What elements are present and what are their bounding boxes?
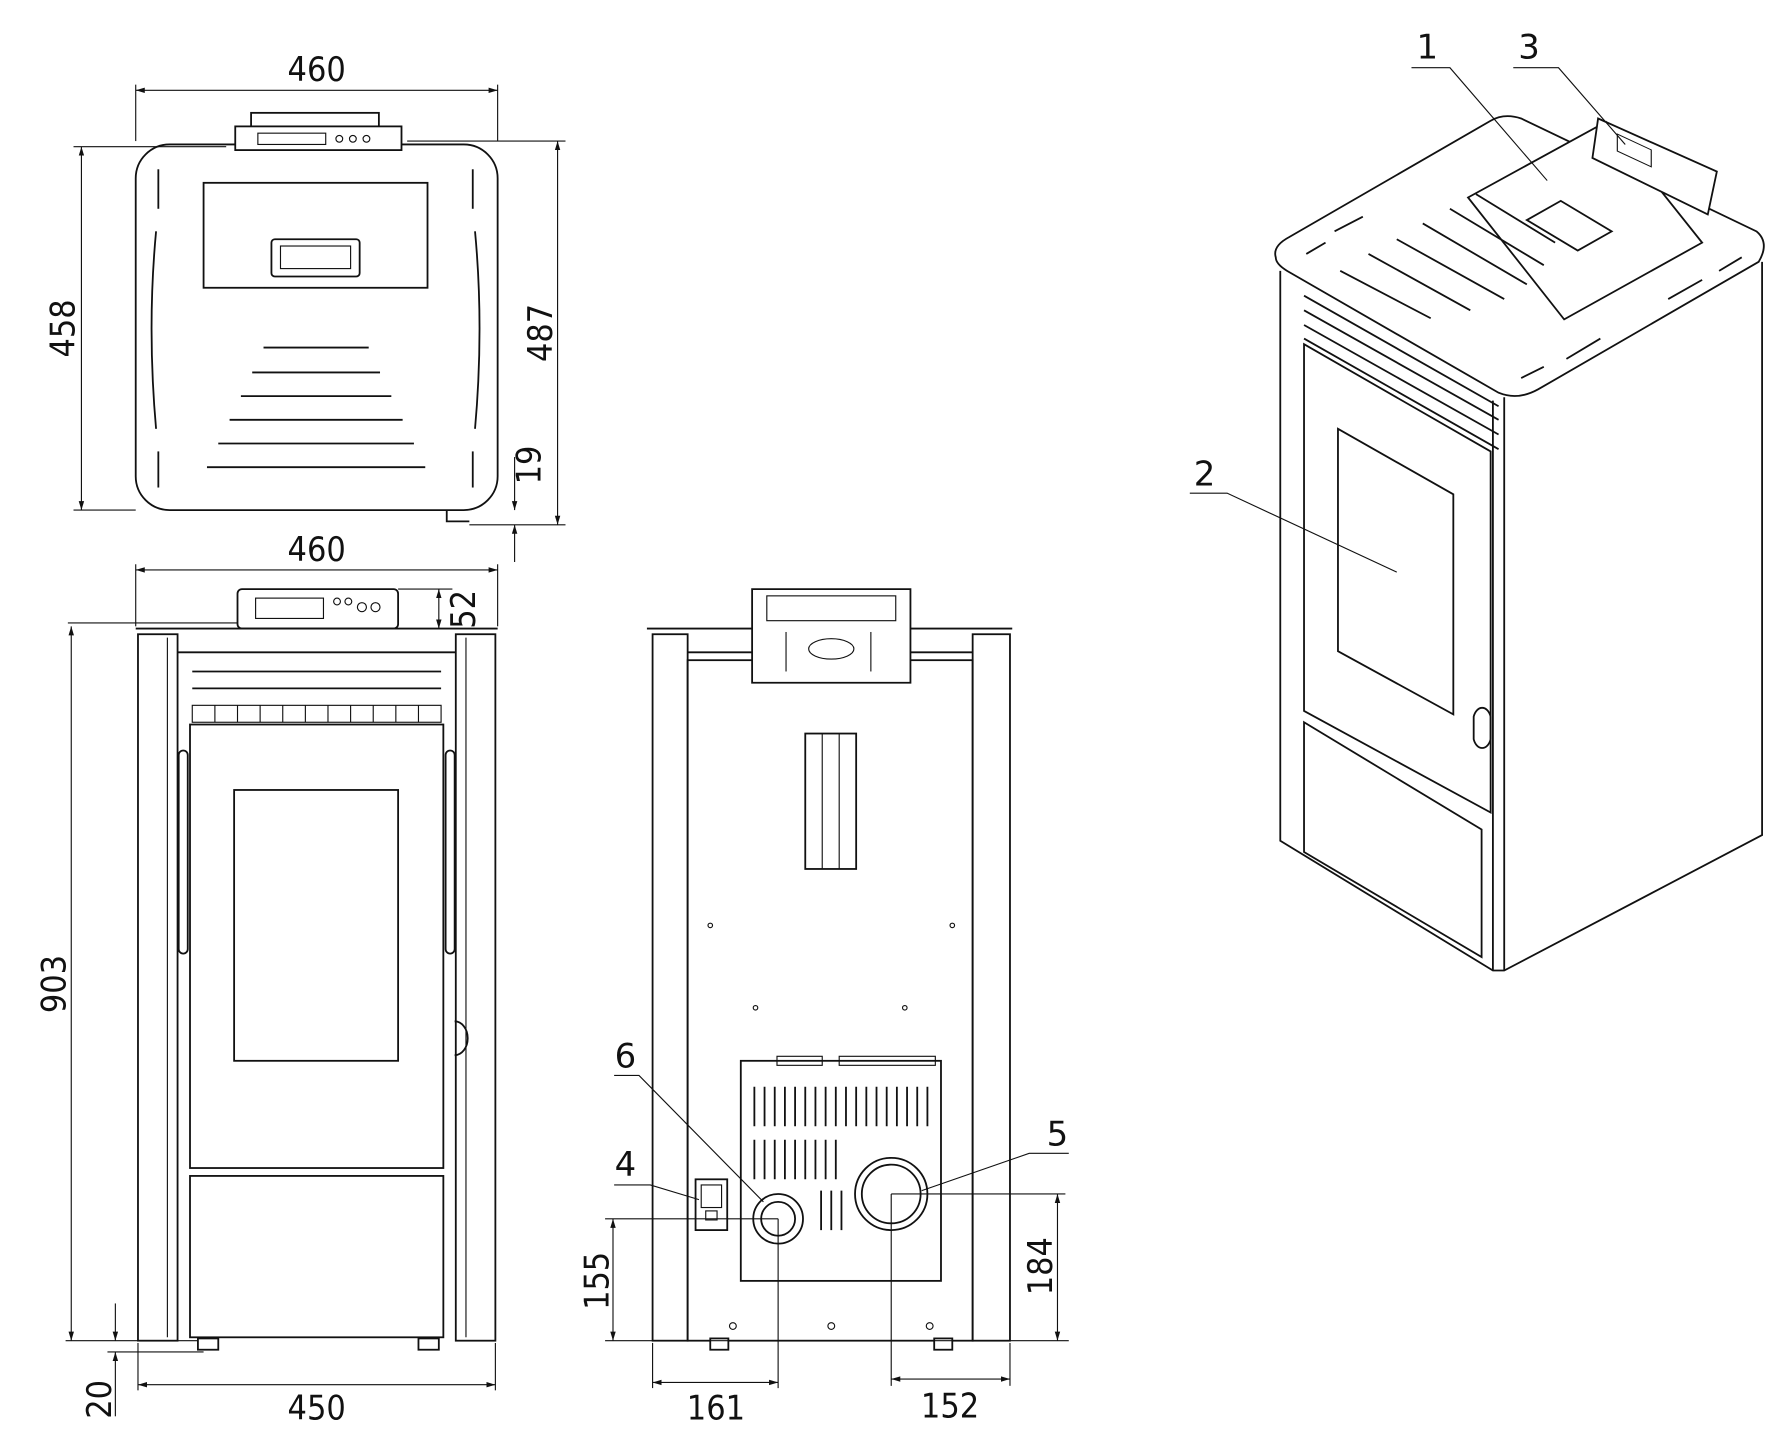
isometric-view [1274, 115, 1765, 972]
dim-foot-height: 20 [80, 1380, 119, 1419]
back-view: 155 161 152 184 [577, 588, 1069, 1428]
callout-3: 3 [1518, 28, 1540, 67]
callout-4: 4 [615, 1145, 637, 1184]
dim-front-height: 903 [35, 955, 74, 1013]
dim-top-depth-total: 487 [521, 304, 560, 362]
dim-outlet-small-height: 155 [577, 1252, 616, 1310]
callout-1: 1 [1417, 28, 1439, 67]
dim-panel-height: 52 [444, 590, 483, 629]
dim-outlet-large-height: 184 [1021, 1237, 1060, 1295]
dim-outlet-small-offset: 161 [687, 1389, 745, 1428]
callouts: 1 3 2 5 6 4 [614, 28, 1626, 1203]
dim-front-width-top: 460 [288, 530, 346, 569]
dim-top-depth: 458 [44, 299, 83, 357]
dim-outlet-large-offset: 152 [921, 1386, 979, 1425]
callout-5: 5 [1047, 1114, 1069, 1153]
dim-top-offset: 19 [510, 446, 549, 485]
callout-6: 6 [615, 1037, 637, 1076]
dim-front-width-base: 450 [288, 1389, 346, 1428]
callout-2: 2 [1194, 454, 1216, 493]
top-view: 460 458 487 19 [44, 50, 566, 563]
dim-top-width: 460 [288, 50, 346, 89]
front-view: 460 52 903 20 450 [35, 530, 499, 1428]
